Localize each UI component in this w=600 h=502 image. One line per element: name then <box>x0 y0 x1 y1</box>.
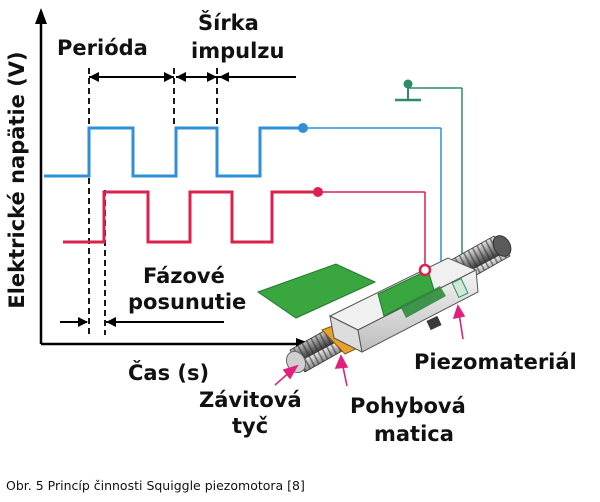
y-axis-label: Elektrické napätie (V) <box>5 51 29 308</box>
pulse-width-arrow <box>176 72 296 82</box>
nut-label-line1: Pohybová <box>350 394 466 418</box>
phase-shift-label-line1: Fázové <box>143 264 225 288</box>
pulse-width-label-line1: Šírka <box>198 10 259 35</box>
period-label: Perióda <box>57 36 148 60</box>
figure-caption: Obr. 5 Princíp činnosti Squiggle piezomo… <box>6 478 305 493</box>
period-arrow <box>89 72 174 82</box>
bottom-tab <box>426 315 442 331</box>
red-signal-node <box>313 187 323 197</box>
pulse-width-label-line2: impulzu <box>191 39 284 63</box>
ground-contact-pad <box>451 277 469 299</box>
ground-node <box>403 79 413 89</box>
ground-symbol <box>395 79 463 280</box>
blue-signal-node <box>298 123 308 133</box>
phase-shift-label-line2: posunutie <box>128 290 246 314</box>
pointer-arrows <box>274 304 466 387</box>
piezo-label: Piezomateriál <box>414 350 577 374</box>
x-axis-label: Čas (s) <box>128 360 209 385</box>
rod-label-line2: tyč <box>232 414 268 438</box>
nut-label-line2: matica <box>374 422 454 446</box>
red-square-wave <box>63 187 426 268</box>
rod-label-line1: Závitová <box>199 388 302 412</box>
flex-cable <box>256 263 377 319</box>
phase-shift-arrows <box>60 317 224 327</box>
piezo-block <box>328 257 479 353</box>
red-contact-node <box>418 263 432 277</box>
